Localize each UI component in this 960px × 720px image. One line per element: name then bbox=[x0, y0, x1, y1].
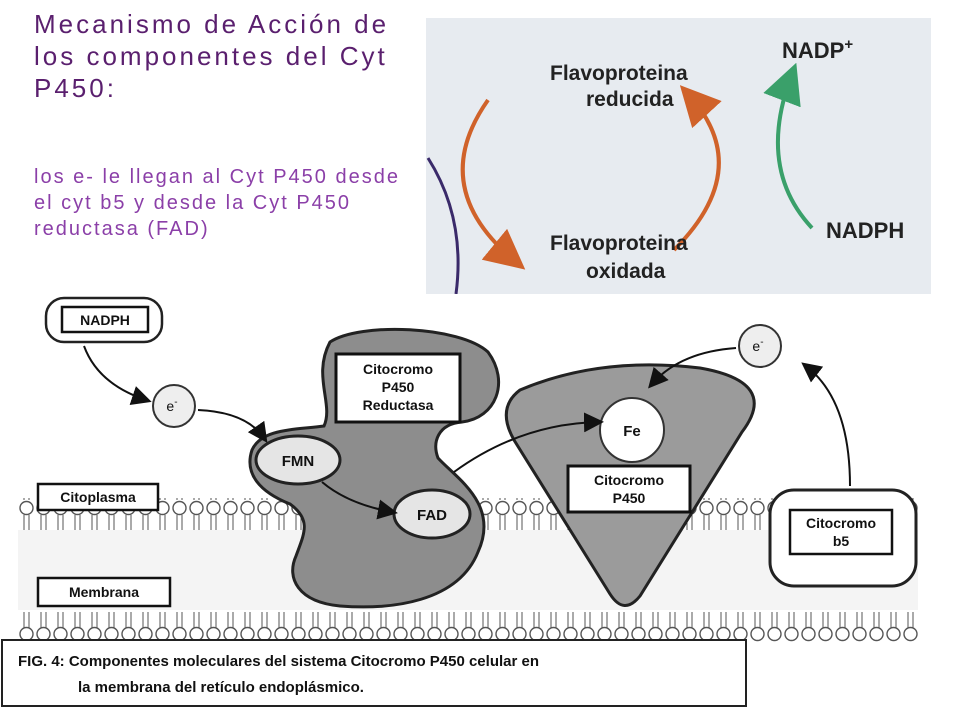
arrow-fad-to-fe bbox=[453, 412, 604, 473]
membrane-diagram: Citocromo P450 Reductasa FMN FAD Fe Cito… bbox=[1, 296, 918, 707]
nadph-inner-box bbox=[60, 305, 150, 334]
arrow-electron-to-fmn bbox=[197, 409, 268, 443]
arrow-fmn-to-fad bbox=[321, 481, 398, 520]
electron-circle-left bbox=[152, 384, 196, 428]
nadph-label: NADPH bbox=[826, 218, 904, 243]
fe-label: Fe bbox=[623, 423, 641, 440]
membrana-box bbox=[36, 576, 172, 608]
orange-arrow-right bbox=[672, 85, 722, 252]
b5-label-2: b5 bbox=[833, 533, 850, 549]
arrow-nadph-to-electron bbox=[83, 345, 152, 406]
nadph-box-label: NADPH bbox=[80, 312, 130, 328]
fmn-oval bbox=[254, 434, 342, 486]
flavo-reducida-label-1: Flavoproteina bbox=[550, 62, 688, 85]
p450-label-2: P450 bbox=[613, 490, 646, 506]
flavo-oxidada-label-2: oxidada bbox=[586, 260, 666, 283]
caption-line-2: la membrana del retículo endoplásmico. bbox=[78, 679, 364, 696]
orange-arrow-left bbox=[460, 98, 526, 270]
membrana-label: Membrana bbox=[69, 584, 139, 600]
membrane-lower-leaflet bbox=[18, 612, 918, 642]
reductase-label-2: P450 bbox=[382, 379, 415, 395]
citoplasma-label: Citoplasma bbox=[60, 489, 136, 505]
electron-circle-right bbox=[738, 324, 782, 368]
flavo-reducida-label-2: reducida bbox=[586, 88, 674, 111]
b5-label-box bbox=[788, 508, 894, 556]
arrow-b5-to-electron bbox=[801, 362, 851, 487]
p450-label-1: Citocromo bbox=[594, 472, 664, 488]
green-arrow bbox=[763, 62, 814, 230]
flavoprotein-cycle-figure: Flavoproteina reducida Flavoproteina oxi… bbox=[426, 18, 931, 294]
nadp-plus-label: NADP+ bbox=[782, 36, 853, 63]
slide-subtitle: los e- le llegan al Cyt P450 desde el cy… bbox=[34, 166, 400, 240]
citoplasma-box bbox=[36, 482, 160, 512]
reductase-label-box bbox=[334, 352, 462, 424]
caption-box bbox=[1, 639, 747, 707]
purple-curve bbox=[426, 157, 460, 294]
arrow-electron-to-p450 bbox=[648, 347, 737, 389]
p450-label-box bbox=[566, 464, 692, 514]
fad-label: FAD bbox=[417, 507, 447, 524]
b5-label-1: Citocromo bbox=[806, 515, 876, 531]
fmn-label: FMN bbox=[282, 453, 315, 470]
flavo-oxidada-label-1: Flavoproteina bbox=[550, 232, 688, 255]
electron-left-label: e- bbox=[166, 397, 177, 414]
electron-right-label: e- bbox=[752, 337, 763, 354]
reductase-label-3: Reductasa bbox=[363, 397, 434, 413]
caption-line-1: FIG. 4: Componentes moleculares del sist… bbox=[18, 653, 539, 670]
reductase-label-1: Citocromo bbox=[363, 361, 433, 377]
slide-title: Mecanismo de Acción de los componentes d… bbox=[34, 9, 390, 103]
